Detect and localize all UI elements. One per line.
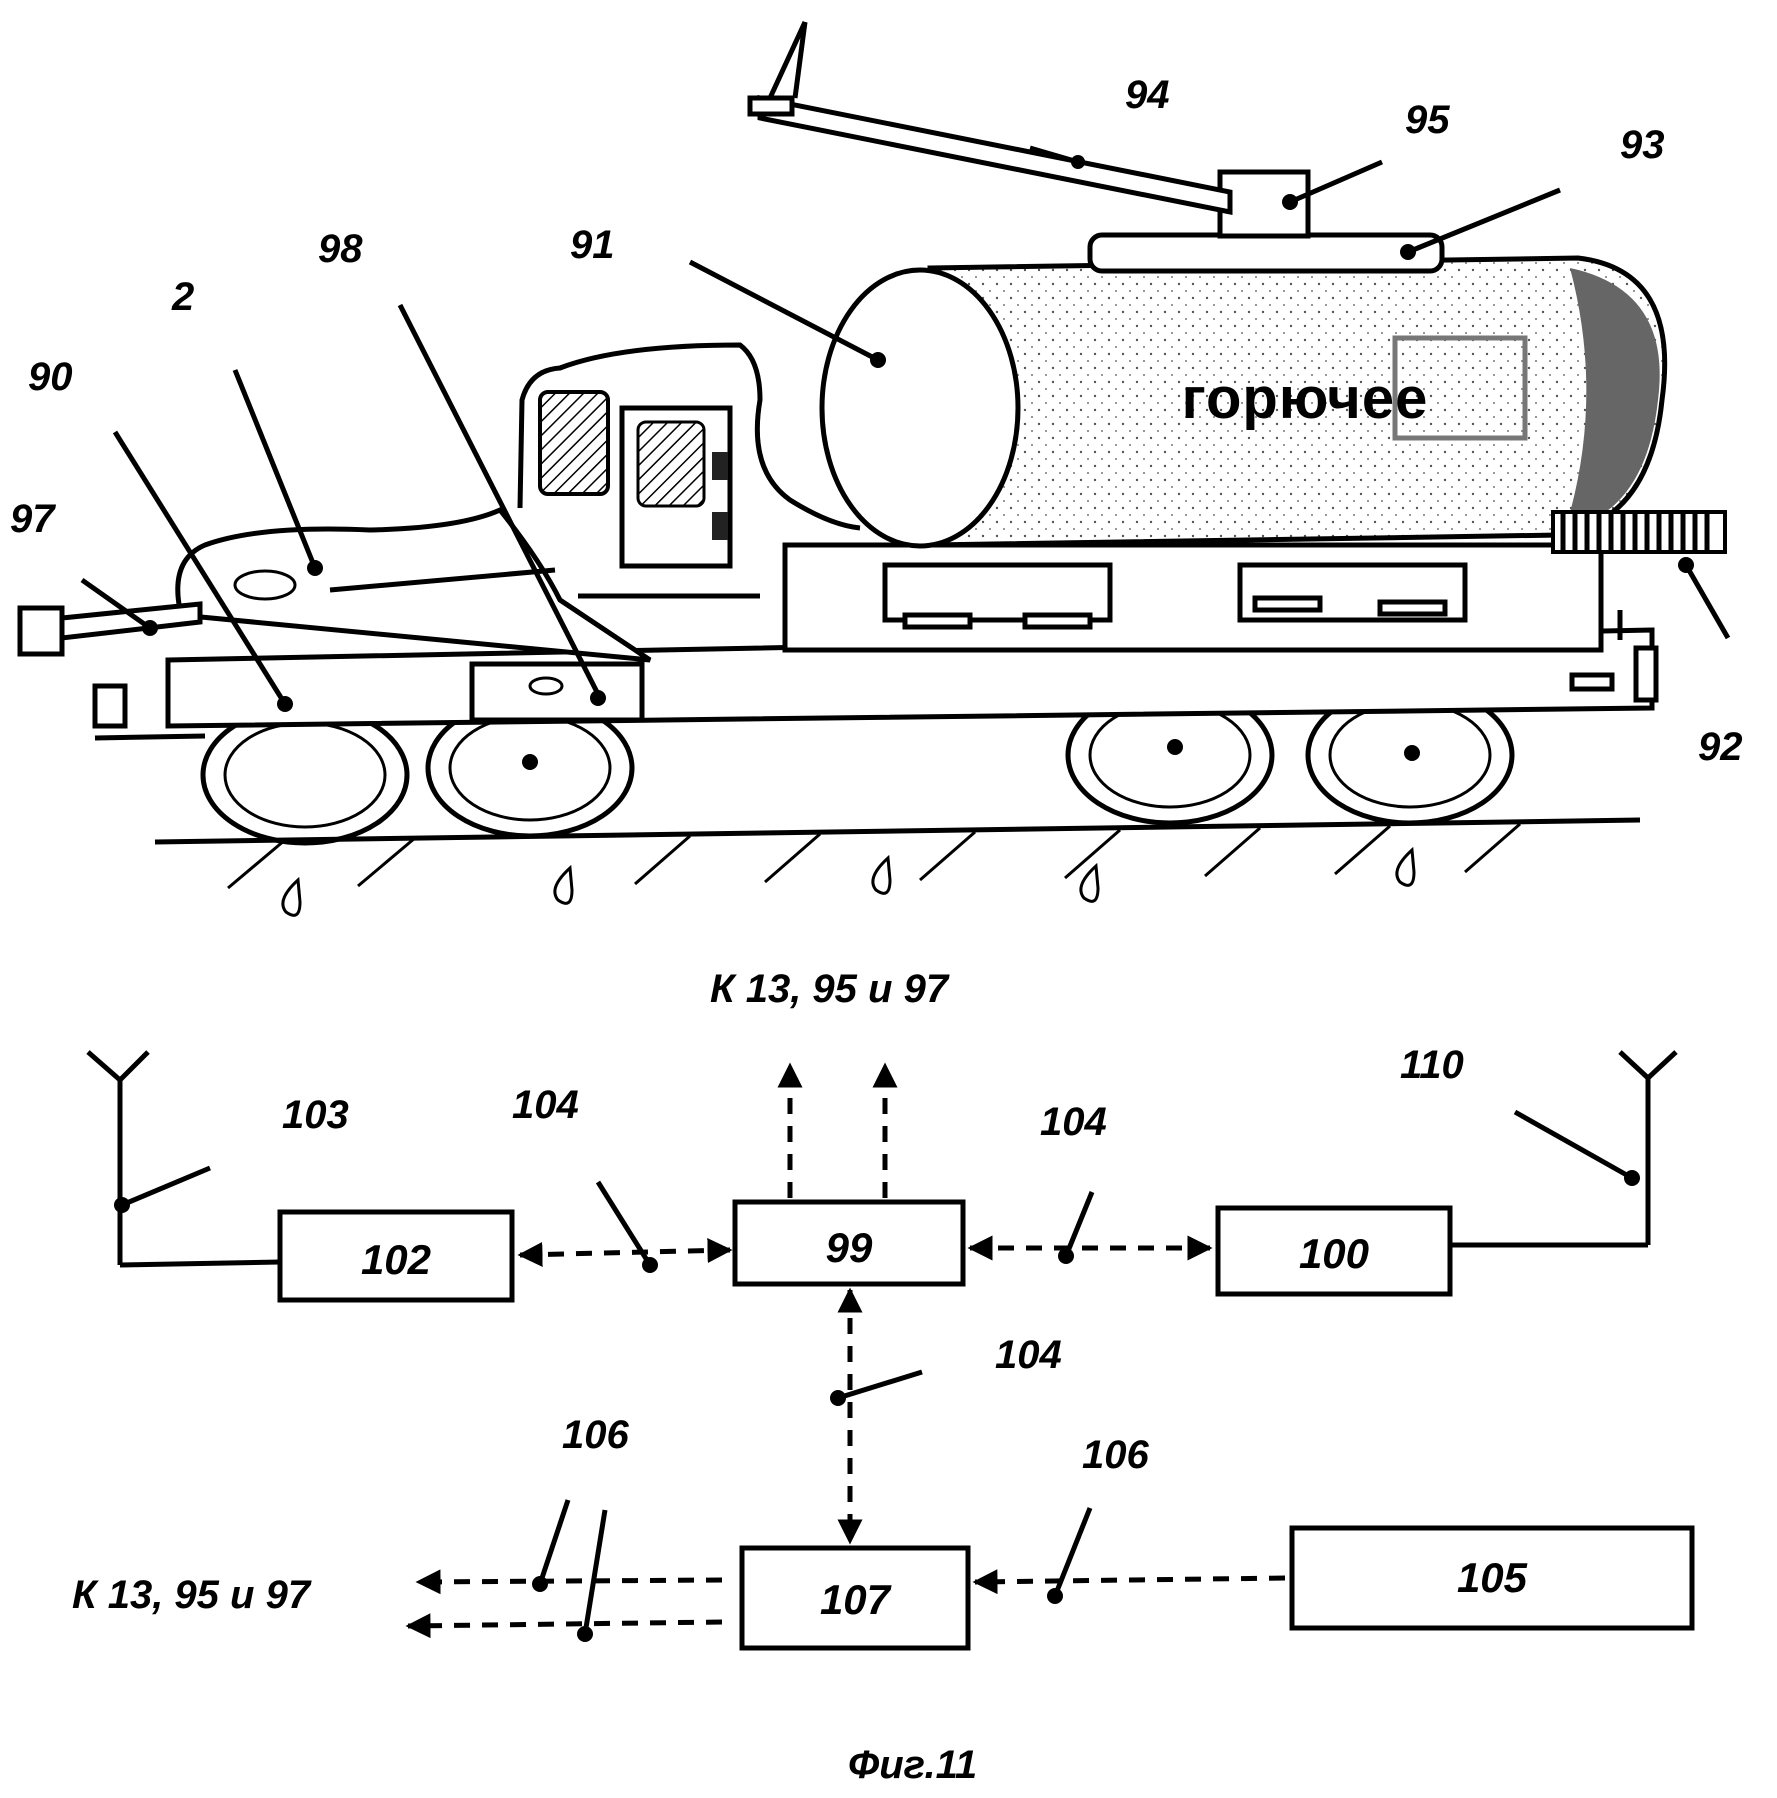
connections xyxy=(405,1062,1286,1639)
roof-turret xyxy=(747,20,1445,274)
antenna-103 xyxy=(86,1050,281,1268)
label-94: 94 xyxy=(1125,73,1170,117)
tank-label: горючее xyxy=(1182,366,1429,431)
connection-leaders xyxy=(532,1180,1095,1642)
block-99-label: 99 xyxy=(826,1224,873,1271)
front-bumper xyxy=(17,601,203,657)
leak-drops xyxy=(281,846,1416,917)
label-95: 95 xyxy=(1405,98,1450,142)
label-110: 110 xyxy=(1400,1043,1464,1087)
lower-destination-note: К 13, 95 и 97 xyxy=(72,1573,312,1617)
label-104-left: 104 xyxy=(512,1083,579,1127)
label-90: 90 xyxy=(28,355,73,399)
rear-ladder xyxy=(1551,510,1727,573)
fuel-tank: горючее xyxy=(819,255,1668,549)
block-100-label: 100 xyxy=(1299,1230,1369,1277)
tank-platform xyxy=(782,542,1604,653)
label-98: 98 xyxy=(318,227,363,271)
label-92: 92 xyxy=(1698,725,1743,769)
block-100: 100 xyxy=(1215,1205,1453,1297)
fuel-tanker-vehicle: горючее xyxy=(10,20,1743,917)
label-106-left: 106 xyxy=(562,1413,629,1457)
label-2: 2 xyxy=(171,275,194,319)
cab xyxy=(517,342,861,599)
chassis-frame xyxy=(92,610,1659,741)
block-105-label: 105 xyxy=(1457,1554,1528,1601)
block-diagram: К 13, 95 и 97 102 99 xyxy=(72,967,1695,1651)
block-107: 107 xyxy=(739,1545,971,1651)
label-103: 103 xyxy=(282,1093,349,1137)
label-104-right: 104 xyxy=(1040,1100,1107,1144)
block-102: 102 xyxy=(277,1209,515,1303)
upper-destination-note: К 13, 95 и 97 xyxy=(710,967,950,1011)
figure-caption: Фиг.11 xyxy=(848,1743,977,1787)
leader-lines xyxy=(80,145,1731,706)
label-93: 93 xyxy=(1620,123,1665,167)
block-107-label: 107 xyxy=(820,1576,892,1623)
block-105: 105 xyxy=(1289,1525,1695,1631)
label-97: 97 xyxy=(10,497,56,541)
label-91: 91 xyxy=(570,223,615,267)
label-104-center: 104 xyxy=(995,1333,1062,1377)
label-106-right: 106 xyxy=(1082,1433,1149,1477)
block-102-label: 102 xyxy=(361,1236,431,1283)
antenna-110 xyxy=(1448,1050,1678,1248)
hood xyxy=(175,506,652,663)
block-99: 99 xyxy=(732,1199,966,1287)
ground xyxy=(154,817,1641,890)
